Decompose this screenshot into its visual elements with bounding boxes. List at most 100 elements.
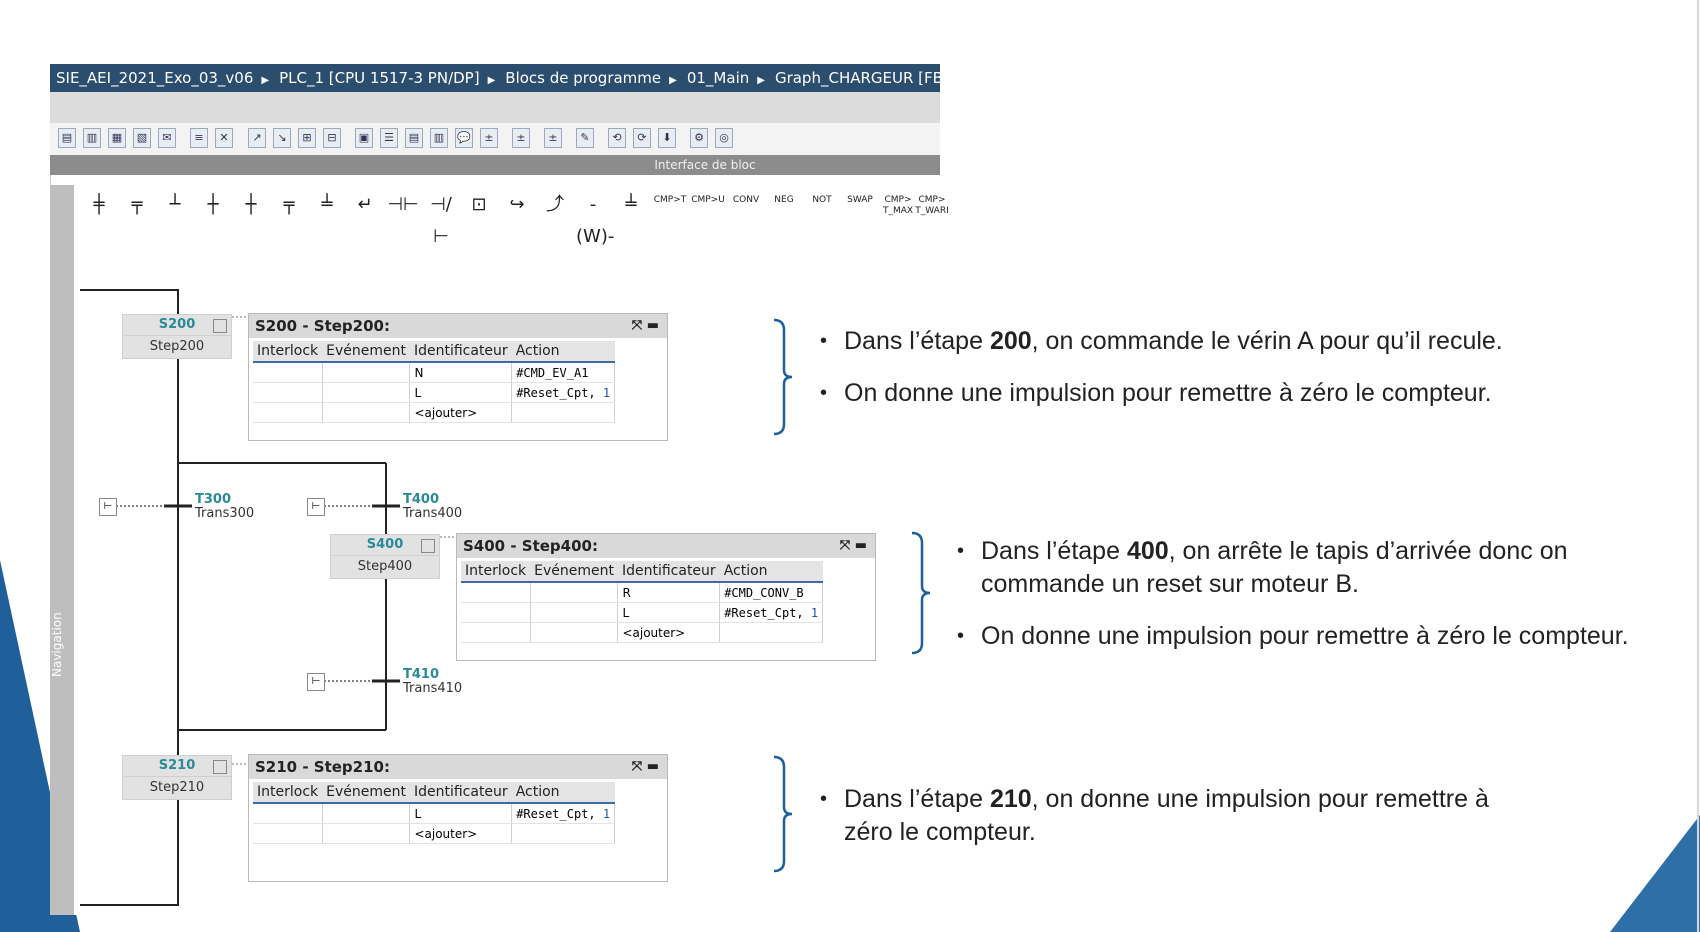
table-row[interactable]: <ajouter> [253, 823, 616, 844]
cell-action[interactable]: #Reset_Cpt, 1 [511, 382, 616, 403]
block-icon[interactable]: ▦ [108, 128, 126, 148]
jump-icon[interactable]: ┴ [169, 194, 181, 215]
instruction-neg[interactable]: NEG [774, 195, 794, 205]
delete-icon[interactable]: ✕ [215, 128, 233, 148]
zoom-icon[interactable]: ± [512, 128, 530, 148]
breadcrumb-item[interactable]: Blocs de programme [505, 69, 662, 87]
table-row[interactable]: N#CMD_EV_A1 [253, 362, 616, 383]
table-row[interactable]: L#Reset_Cpt, 1 [461, 602, 824, 623]
list-icon[interactable]: ☰ [380, 128, 398, 148]
breadcrumb-item[interactable]: SIE_AEI_2021_Exo_03_v06 [56, 69, 254, 87]
highlight-icon[interactable]: ✎ [576, 128, 594, 148]
transition-condition-icon[interactable]: ⊢ [307, 498, 325, 516]
jump-icon[interactable]: ↘ [273, 128, 291, 148]
cell-action[interactable]: #CMD_EV_A1 [511, 362, 616, 383]
box-icon[interactable]: ⊡ [471, 194, 487, 215]
transition-icon[interactable]: ┼ [207, 194, 219, 215]
sim-close-icon[interactable]: ╧ [321, 194, 333, 215]
cell-action[interactable]: #CMD_CONV_B [719, 582, 824, 603]
test-icon[interactable]: ⚙ [690, 128, 708, 148]
step-number: S400 [331, 535, 439, 556]
sim-branch-icon[interactable]: ╤ [283, 194, 295, 215]
breadcrumb-item[interactable]: 01_Main [686, 69, 750, 87]
reset-icon[interactable]: ⟲ [608, 128, 626, 148]
interface-bar[interactable]: Interface de bloc [50, 155, 940, 175]
table-icon[interactable]: ▥ [430, 128, 448, 148]
transition-s-icon[interactable]: ┼ [245, 194, 257, 215]
cell-identifier[interactable]: L [409, 382, 513, 403]
contact-nc-icon[interactable]: ⊣/⊢ [430, 194, 452, 247]
bullet-item: On donne une impulsion pour remettre à z… [957, 620, 1687, 653]
comment-icon[interactable]: 💬 [455, 128, 473, 148]
cell-identifier[interactable]: R [617, 582, 721, 603]
navigation-strip[interactable] [50, 185, 74, 915]
monitor-icon[interactable]: ◎ [715, 128, 733, 148]
insert-icon[interactable]: ≡ [190, 128, 208, 148]
notes-s400: Dans l’étape 400, on arrête le tapis d’a… [957, 535, 1687, 672]
add-row[interactable]: <ajouter> [617, 622, 721, 643]
step-icon[interactable]: ⊟ [323, 128, 341, 148]
compare-icon[interactable]: ╧ [625, 194, 637, 215]
zoom-icon[interactable]: ± [480, 128, 498, 148]
block-icon[interactable]: ▤ [58, 128, 76, 148]
chevron-right-icon: ▶ [487, 75, 496, 86]
table-row[interactable]: L#Reset_Cpt, 1 [253, 803, 616, 824]
zoom-icon[interactable]: ± [544, 128, 562, 148]
mail-icon[interactable]: ✉ [158, 128, 176, 148]
chevron-right-icon: ▶ [757, 75, 765, 86]
cell-identifier[interactable]: N [409, 362, 513, 383]
grid-icon[interactable] [213, 760, 227, 774]
block-icon[interactable]: ▥ [83, 128, 101, 148]
breadcrumb-item[interactable]: PLC_1 [CPU 1517-3 PN/DP] [279, 69, 480, 87]
coil-icon[interactable]: -(W)- [576, 194, 615, 247]
instruction-cmp-twarn[interactable]: CMP> T_WARI [915, 195, 949, 216]
branch-open-icon[interactable]: ↪ [509, 194, 525, 215]
table-icon[interactable]: ▤ [405, 128, 423, 148]
monitor-icon[interactable]: ▣ [355, 128, 373, 148]
download-icon[interactable]: ⬇ [658, 128, 676, 148]
grid-icon[interactable] [421, 539, 435, 553]
cell-identifier[interactable]: L [409, 803, 513, 824]
cell-action[interactable]: #Reset_Cpt, 1 [719, 602, 824, 623]
return-icon[interactable]: ↵ [357, 194, 373, 215]
instruction-not[interactable]: NOT [812, 195, 832, 205]
alt-branch-close-icon[interactable]: ╤ [131, 194, 143, 215]
contact-no-icon[interactable]: ⊣⊢ [387, 194, 419, 215]
panel-controls-icon[interactable]: ⤧ ▬ [631, 318, 659, 333]
reset-icon[interactable]: ⟳ [633, 128, 651, 148]
instruction-cmp-tmax[interactable]: CMP> T_MAX [882, 195, 914, 216]
instruction-cmp-t[interactable]: CMP>T [653, 195, 687, 205]
branch-close-icon[interactable]: ⤴ [546, 194, 564, 215]
panel-controls-icon[interactable]: ⤧ ▬ [631, 759, 659, 774]
grid-icon[interactable] [213, 319, 227, 333]
cell-action[interactable]: #Reset_Cpt, 1 [511, 803, 616, 824]
instruction-cmp-u[interactable]: CMP>U [691, 195, 725, 205]
bullet-item: Dans l’étape 200, on commande le vérin A… [820, 325, 1580, 358]
transition-condition-icon[interactable]: ⊢ [307, 673, 325, 691]
breadcrumb-item[interactable]: Graph_CHARGEUR [FB1] [774, 69, 940, 87]
transition-condition-icon[interactable]: ⊢ [99, 498, 117, 516]
table-row[interactable]: <ajouter> [253, 402, 616, 423]
transition-number: T410 [403, 667, 440, 682]
jump-icon[interactable]: ↗ [248, 128, 266, 148]
step-icon[interactable]: ⊞ [298, 128, 316, 148]
add-row[interactable]: <ajouter> [409, 823, 513, 844]
alt-branch-open-icon[interactable]: ╪ [93, 194, 105, 215]
col-action: Action [719, 561, 823, 583]
cell-identifier[interactable]: L [617, 602, 721, 623]
table-row[interactable]: <ajouter> [461, 622, 824, 643]
instruction-swap[interactable]: SWAP [847, 195, 873, 205]
table-row[interactable]: R#CMD_CONV_B [461, 582, 824, 603]
panel-title: S210 - Step210: [255, 758, 390, 776]
block-icon[interactable]: ▧ [133, 128, 151, 148]
instruction-conv[interactable]: CONV [732, 195, 760, 205]
table-row[interactable]: L#Reset_Cpt, 1 [253, 382, 616, 403]
add-row[interactable]: <ajouter> [409, 402, 513, 423]
panel-controls-icon[interactable]: ⤧ ▬ [839, 538, 867, 553]
